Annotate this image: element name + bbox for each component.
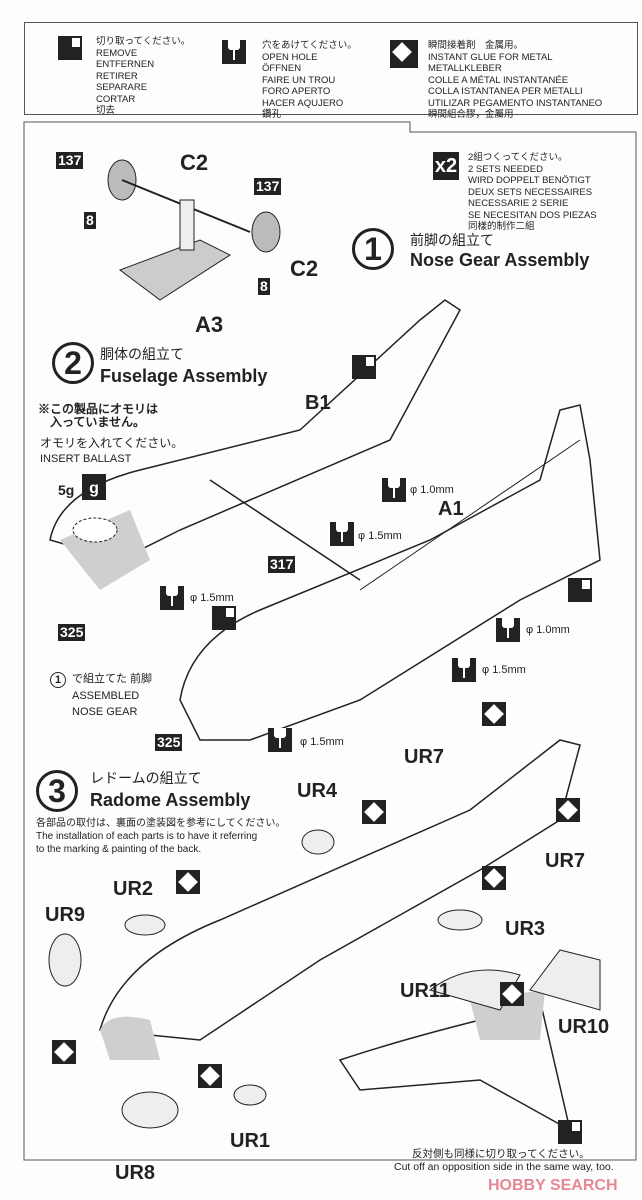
instant-glue-icon — [500, 982, 524, 1006]
drill-hole-icon — [160, 586, 184, 610]
hole-size: φ 1.5mm — [300, 736, 344, 748]
part-label: UR11 — [400, 980, 451, 1002]
part-number: 137 — [254, 178, 282, 195]
ballast-instruction-en: INSERT BALLAST — [40, 453, 132, 465]
step-2-title-jp: 胴体の組立て — [100, 346, 184, 362]
drill-hole-icon — [382, 478, 406, 502]
step-3-note: 各部品の取付は、裏面の塗装図を参考にしてください。The installatio… — [36, 818, 286, 855]
hole-size: φ 1.5mm — [190, 592, 234, 604]
footer-note-en: Cut off an opposition side in the same w… — [394, 1161, 614, 1173]
hole-size: φ 1.0mm — [410, 484, 454, 496]
instant-glue-icon — [390, 40, 418, 68]
assembled-gear-en1: ASSEMBLED — [72, 690, 140, 702]
step-3-title-jp: レドームの組立て — [90, 770, 202, 786]
part-label: C2 — [180, 150, 209, 175]
step-3-title-en: Radome Assembly — [90, 790, 251, 810]
step-1-title-jp: 前脚の組立て — [410, 232, 494, 248]
instant-glue-icon — [176, 870, 200, 894]
part-label: UR1 — [230, 1130, 271, 1152]
footer-note-jp: 反対側も同様に切り取ってください。 — [412, 1148, 590, 1160]
hole-size: φ 1.5mm — [482, 664, 526, 676]
assembled-gear-en2: NOSE GEAR — [72, 706, 138, 718]
instant-glue-icon — [362, 800, 386, 824]
assembled-gear-jp: で組立てた 前脚 — [72, 673, 153, 685]
part-number: 8 — [84, 212, 96, 229]
part-label: UR7 — [404, 746, 445, 768]
instant-glue-icon — [482, 702, 506, 726]
ballast-note-jp: ※この製品にオモリは入っていません。 — [38, 402, 159, 429]
weight-icon: g — [82, 474, 106, 500]
cut-off-icon — [212, 606, 236, 630]
instant-glue-icon — [198, 1064, 222, 1088]
part-number: 8 — [258, 278, 270, 295]
step-1-number: 1 — [352, 228, 394, 270]
part-number: 317 — [268, 556, 296, 573]
cut-off-icon — [568, 578, 592, 602]
part-label: C2 — [290, 256, 319, 281]
part-label: UR9 — [45, 904, 86, 926]
hole-size: φ 1.5mm — [358, 530, 402, 542]
step-ref-number: 1 — [50, 672, 66, 688]
drill-hole-icon — [330, 522, 354, 546]
cut-off-icon — [352, 355, 376, 379]
drill-hole-icon — [268, 728, 292, 752]
drill-hole-icon — [222, 40, 246, 64]
ballast-instruction-jp: オモリを入れてください。 — [40, 436, 184, 450]
part-label: A3 — [195, 312, 224, 337]
part-number: 325 — [155, 734, 183, 751]
step-1-title-en: Nose Gear Assembly — [410, 250, 590, 270]
part-label: UR10 — [558, 1016, 610, 1038]
two-sets-icon: x2 — [433, 152, 459, 180]
instant-glue-icon — [52, 1040, 76, 1064]
ballast-weight: 5g — [58, 482, 75, 498]
part-number: 137 — [56, 152, 84, 169]
part-label: UR2 — [113, 878, 154, 900]
step-2-title-en: Fuselage Assembly — [100, 366, 268, 386]
step-3-number: 3 — [36, 770, 78, 812]
part-label: B1 — [305, 392, 331, 414]
part-label: UR8 — [115, 1162, 156, 1184]
drill-hole-icon — [496, 618, 520, 642]
part-label: UR7 — [545, 850, 586, 872]
watermark-logo: HOBBY SEARCH — [488, 1177, 618, 1194]
instant-glue-icon — [556, 798, 580, 822]
cut-off-icon — [58, 36, 82, 60]
hole-size: φ 1.0mm — [526, 624, 570, 636]
part-number: 325 — [58, 624, 86, 641]
instant-glue-icon — [482, 866, 506, 890]
legend-box — [24, 22, 638, 115]
part-label: UR4 — [297, 780, 338, 802]
step-2-number: 2 — [52, 342, 94, 384]
cut-off-icon — [558, 1120, 582, 1144]
part-label: A1 — [438, 498, 464, 520]
part-label: UR3 — [505, 918, 546, 940]
drill-hole-icon — [452, 658, 476, 682]
